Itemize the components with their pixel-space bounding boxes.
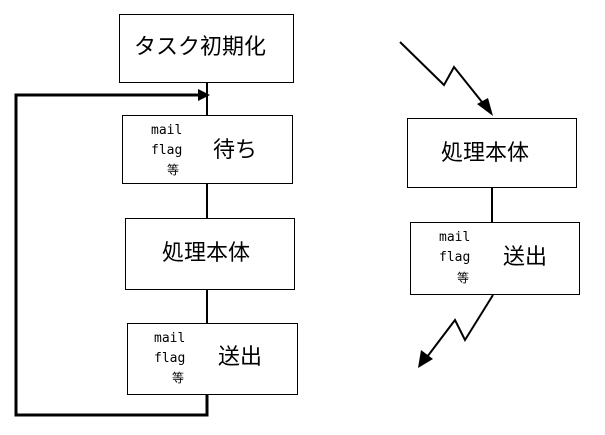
loop-back-arrowhead (198, 89, 210, 101)
process-box-left: 処理本体 (125, 218, 295, 290)
outgoing-lightning-arrow (423, 294, 494, 362)
send-left-label: 送出 (218, 345, 263, 370)
wait-small-mail: mail (151, 123, 183, 138)
incoming-lightning-arrow (399, 41, 491, 113)
incoming-arrowhead (477, 98, 493, 116)
send-box-right: mail flag 等 送出 (410, 222, 580, 295)
outgoing-arrowhead (418, 350, 433, 368)
loop-back-line (14, 93, 209, 417)
process-label-left: 処理本体 (162, 241, 251, 266)
send-right-small-flag: flag (439, 250, 471, 265)
wait-label: 待ち (213, 138, 258, 163)
send-left-small-flag: flag (154, 351, 186, 366)
wait-box: mail flag 等 待ち (122, 115, 293, 184)
wait-small-flag: flag (151, 143, 183, 158)
send-left-small-mail: mail (154, 331, 186, 346)
process-box-right: 処理本体 (407, 118, 577, 188)
send-right-small-etc: 等 (457, 271, 470, 285)
task-init-box: タスク初期化 (119, 14, 294, 83)
send-right-label: 送出 (503, 245, 548, 270)
process-label-right: 処理本体 (441, 141, 530, 166)
send-left-small-etc: 等 (172, 371, 185, 385)
send-right-small-mail: mail (439, 230, 471, 245)
task-init-label: タスク初期化 (134, 35, 267, 60)
wait-small-etc: 等 (167, 163, 180, 177)
send-box-left: mail flag 等 送出 (127, 323, 298, 395)
